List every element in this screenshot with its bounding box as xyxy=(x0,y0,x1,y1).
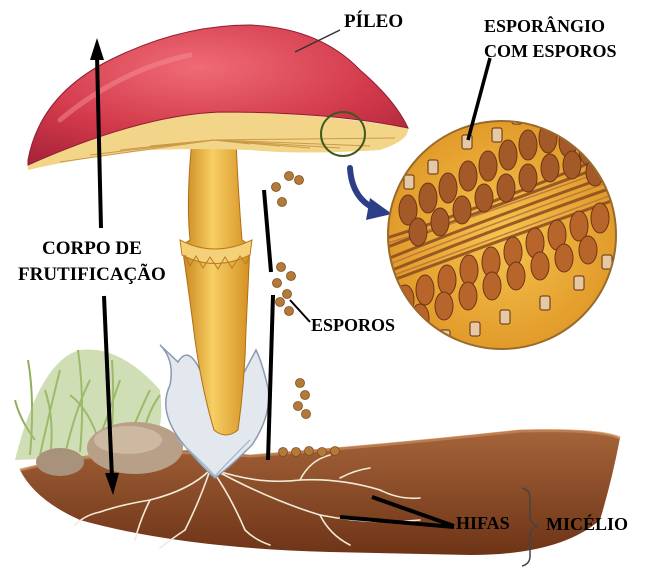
falling-spores xyxy=(271,171,340,457)
esporangio-pointer xyxy=(466,57,492,141)
sporangium-zoom-circle xyxy=(387,120,617,350)
pileo-pointer xyxy=(294,29,341,53)
label-corpo-de-frutificacao: CORPO DE FRUTIFICAÇÃO xyxy=(18,236,166,288)
label-esporangio: ESPORÂNGIO COM ESPOROS xyxy=(484,14,617,64)
label-micelio: MICÉLIO xyxy=(546,514,629,534)
label-esporangio-line2: COM ESPOROS xyxy=(484,41,617,61)
corpo-double-arrow xyxy=(90,38,119,495)
label-pileo: PÍLEO xyxy=(344,11,404,32)
pointer-lines xyxy=(262,29,492,529)
label-esporos: ESPOROS xyxy=(311,315,396,335)
hifas-pointer-upper xyxy=(371,495,455,528)
micelio-brace xyxy=(521,487,539,567)
hifas-pointer-lower xyxy=(339,515,455,529)
spore-fall-line-upper xyxy=(262,189,273,273)
label-corpo-line1: CORPO DE xyxy=(42,238,142,259)
mycelium-hyphae xyxy=(74,454,421,549)
mushroom-stem xyxy=(179,139,253,436)
label-esporangio-line1: ESPORÂNGIO xyxy=(484,16,606,36)
mushroom-cap xyxy=(27,24,409,166)
spore-fall-line-lower xyxy=(266,294,275,461)
label-corpo-line2: FRUTIFICAÇÃO xyxy=(18,264,166,285)
zoom-source-circle xyxy=(320,111,366,157)
esporos-pointer xyxy=(289,299,311,323)
mushroom-gills xyxy=(28,111,409,170)
label-hifas: HIFAS xyxy=(456,513,510,533)
zoom-arrow xyxy=(347,165,392,220)
